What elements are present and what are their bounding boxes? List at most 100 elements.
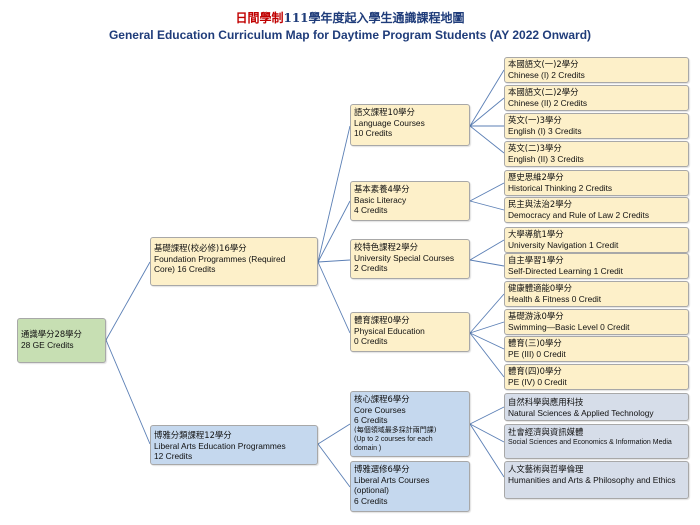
- leaf-swim-zh: 基礎游泳0學分: [508, 311, 564, 321]
- elective-en3: 6 Credits: [354, 496, 388, 507]
- leaf-swim-en: Swimming—Basic Level 0 Credit: [508, 321, 630, 332]
- language-en2: 10 Credits: [354, 128, 393, 139]
- link-foundation-language: [317, 125, 351, 263]
- link-pe-health: [469, 293, 505, 334]
- leaf-chinese2: 本國語文(二)2學分 Chinese (II) 2 Credits: [504, 85, 689, 111]
- core-note-zh: (每個領域最多採計兩門課): [354, 426, 437, 435]
- leaf-history-zh: 歷史思維2學分: [508, 172, 564, 182]
- leaf-english2: 英文(二)3學分 English (II) 3 Credits: [504, 141, 689, 167]
- leaf-health: 健康體適能0學分 Health & Fitness 0 Credit: [504, 281, 689, 307]
- leaf-humanities: 人文藝術與哲學倫理 Humanities and Arts & Philosop…: [504, 461, 689, 499]
- core-en2: 6 Credits: [354, 415, 388, 426]
- leaf-selflearn-zh: 自主學習1學分: [508, 255, 564, 265]
- link-core-science: [469, 406, 505, 425]
- link-basic-democracy: [469, 200, 505, 211]
- pe-en2: 0 Credits: [354, 336, 388, 347]
- leaf-science-zh: 自然科學與應用科技: [508, 397, 584, 407]
- leaf-democracy-zh: 民主與法治2學分: [508, 199, 572, 209]
- link-foundation-basic: [317, 200, 351, 263]
- leaf-chinese2-zh: 本國語文(二)2學分: [508, 87, 579, 97]
- leaf-chinese1-zh: 本國語文(一)2學分: [508, 59, 579, 69]
- leaf-english1: 英文(一)3學分 English (I) 3 Credits: [504, 113, 689, 139]
- link-special-navigation: [469, 239, 505, 261]
- link-foundation-special: [317, 259, 351, 263]
- elective-en2: (optional): [354, 485, 389, 496]
- leaf-swim: 基礎游泳0學分 Swimming—Basic Level 0 Credit: [504, 309, 689, 335]
- leaf-social: 社會經濟與資訊媒體 Social Sciences and Economics …: [504, 424, 689, 459]
- basic-zh: 基本素養4學分: [354, 184, 410, 194]
- language-zh: 語文課程10學分: [354, 107, 415, 117]
- leaf-pe3: 體育(三)0學分 PE (III) 0 Credit: [504, 336, 689, 362]
- special-zh: 校特色課程2學分: [354, 242, 418, 252]
- leaf-social-zh: 社會經濟與資訊媒體: [508, 427, 584, 437]
- leaf-chinese2-en: Chinese (II) 2 Credits: [508, 97, 588, 108]
- link-foundation-pe: [317, 261, 351, 334]
- link-basic-history: [469, 182, 505, 202]
- leaf-chinese1: 本國語文(一)2學分 Chinese (I) 2 Credits: [504, 57, 689, 83]
- pe-en1: Physical Education: [354, 325, 425, 336]
- link-liberal-core: [317, 423, 351, 445]
- title-chinese: 日間學制111學年度起入學生通識課程地圖: [0, 9, 700, 26]
- link-liberal-elective: [317, 443, 351, 488]
- basic-en1: Basic Literacy: [354, 194, 407, 205]
- node-foundation: 基礎課程(校必修)16學分 Foundation Programmes (Req…: [150, 237, 318, 286]
- node-language: 語文課程10學分 Language Courses 10 Credits: [350, 104, 470, 146]
- leaf-navigation-en: University Navigation 1 Credit: [508, 239, 619, 250]
- language-en1: Language Courses: [354, 117, 425, 128]
- link-pe-pe4: [469, 332, 505, 378]
- foundation-zh: 基礎課程(校必修)16學分: [154, 243, 247, 253]
- node-core: 核心課程6學分 Core Courses 6 Credits (每個領域最多採計…: [350, 391, 470, 457]
- basic-en2: 4 Credits: [354, 205, 388, 216]
- leaf-chinese1-en: Chinese (I) 2 Credits: [508, 69, 585, 80]
- node-pe: 體育課程0學分 Physical Education 0 Credits: [350, 312, 470, 352]
- core-note-en2: domain ): [354, 445, 382, 453]
- node-special: 校特色課程2學分 University Special Courses 2 Cr…: [350, 239, 470, 279]
- leaf-english2-zh: 英文(二)3學分: [508, 143, 562, 153]
- leaf-pe4: 體育(四)0學分 PE (IV) 0 Credit: [504, 364, 689, 390]
- core-note-en1: (Up to 2 courses for each: [354, 436, 433, 444]
- liberal-en2: 12 Credits: [154, 451, 193, 462]
- leaf-pe4-en: PE (IV) 0 Credit: [508, 376, 567, 387]
- link-special-selflearn: [469, 259, 505, 267]
- pe-zh: 體育課程0學分: [354, 315, 410, 325]
- leaf-democracy: 民主與法治2學分 Democracy and Rule of Law 2 Cre…: [504, 197, 689, 223]
- leaf-english1-zh: 英文(一)3學分: [508, 115, 562, 125]
- link-pe-swim: [469, 321, 505, 334]
- leaf-history-en: Historical Thinking 2 Credits: [508, 182, 613, 193]
- foundation-en2: Core) 16 Credits: [154, 264, 216, 275]
- special-en1: University Special Courses: [354, 252, 455, 263]
- foundation-en1: Foundation Programmes (Required: [154, 253, 286, 264]
- leaf-selflearn-en: Self-Directed Learning 1 Credit: [508, 265, 623, 276]
- title-highlight: 日間學制: [235, 11, 284, 25]
- title-english: General Education Curriculum Map for Day…: [108, 28, 592, 42]
- core-en1: Core Courses: [354, 404, 406, 415]
- root-zh: 通識學分28學分: [21, 329, 82, 339]
- special-en2: 2 Credits: [354, 263, 388, 274]
- title-rest: 111學年度起入學生通識課程地圖: [283, 11, 465, 25]
- liberal-en1: Liberal Arts Education Programmes: [154, 440, 286, 451]
- link-core-humanities: [469, 423, 505, 478]
- link-language-chinese2: [469, 97, 505, 127]
- link-root-foundation: [105, 261, 151, 341]
- leaf-science: 自然科學與應用科技 Natural Sciences & Applied Tec…: [504, 393, 689, 421]
- leaf-science-en: Natural Sciences & Applied Technology: [508, 407, 654, 418]
- leaf-english1-en: English (I) 3 Credits: [508, 125, 582, 136]
- link-language-english2: [469, 125, 505, 154]
- node-basic: 基本素養4學分 Basic Literacy 4 Credits: [350, 181, 470, 221]
- elective-zh: 博雅選修6學分: [354, 464, 410, 474]
- node-elective: 博雅選修6學分 Liberal Arts Courses (optional) …: [350, 461, 470, 512]
- elective-en1: Liberal Arts Courses: [354, 474, 430, 485]
- leaf-pe3-en: PE (III) 0 Credit: [508, 348, 566, 359]
- leaf-english2-en: English (II) 3 Credits: [508, 153, 584, 164]
- node-liberal: 博雅分類課程12學分 Liberal Arts Education Progra…: [150, 425, 318, 465]
- liberal-zh: 博雅分類課程12學分: [154, 430, 232, 440]
- leaf-social-en: Social Sciences and Economics & Informat…: [508, 438, 672, 446]
- core-zh: 核心課程6學分: [354, 394, 410, 404]
- leaf-humanities-zh: 人文藝術與哲學倫理: [508, 464, 584, 474]
- leaf-health-en: Health & Fitness 0 Credit: [508, 293, 602, 304]
- link-core-social: [469, 423, 505, 443]
- leaf-humanities-en: Humanities and Arts & Philosophy and Eth…: [508, 474, 676, 485]
- leaf-selflearn: 自主學習1學分 Self-Directed Learning 1 Credit: [504, 253, 689, 279]
- leaf-pe4-zh: 體育(四)0學分: [508, 366, 562, 376]
- leaf-pe3-zh: 體育(三)0學分: [508, 338, 562, 348]
